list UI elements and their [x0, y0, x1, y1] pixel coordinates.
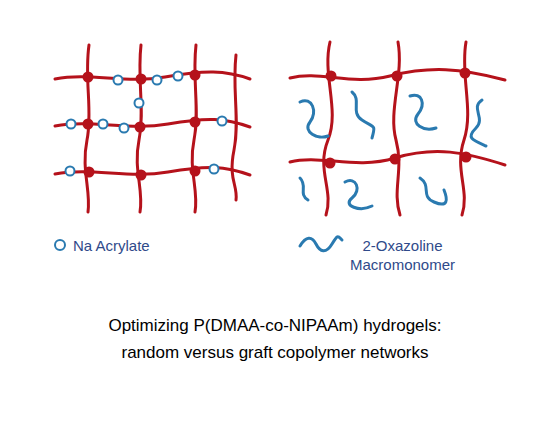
- graft-crosslink-dots: [325, 68, 472, 169]
- legend-label: 2-Oxazoline Macromonomer: [345, 236, 460, 274]
- legend-label: Na Acrylate: [73, 236, 150, 255]
- graft-network: [290, 42, 505, 215]
- oxazoline-grafts: [300, 92, 486, 208]
- crosslink-dots: [83, 70, 201, 181]
- legend-circle: [55, 240, 65, 250]
- acrylate-units: [66, 72, 227, 176]
- legend-wave: [300, 237, 342, 251]
- caption-text: Optimizing P(DMAA-co-NIPAAm) hydrogels: …: [90, 312, 460, 366]
- random-network: [55, 45, 250, 212]
